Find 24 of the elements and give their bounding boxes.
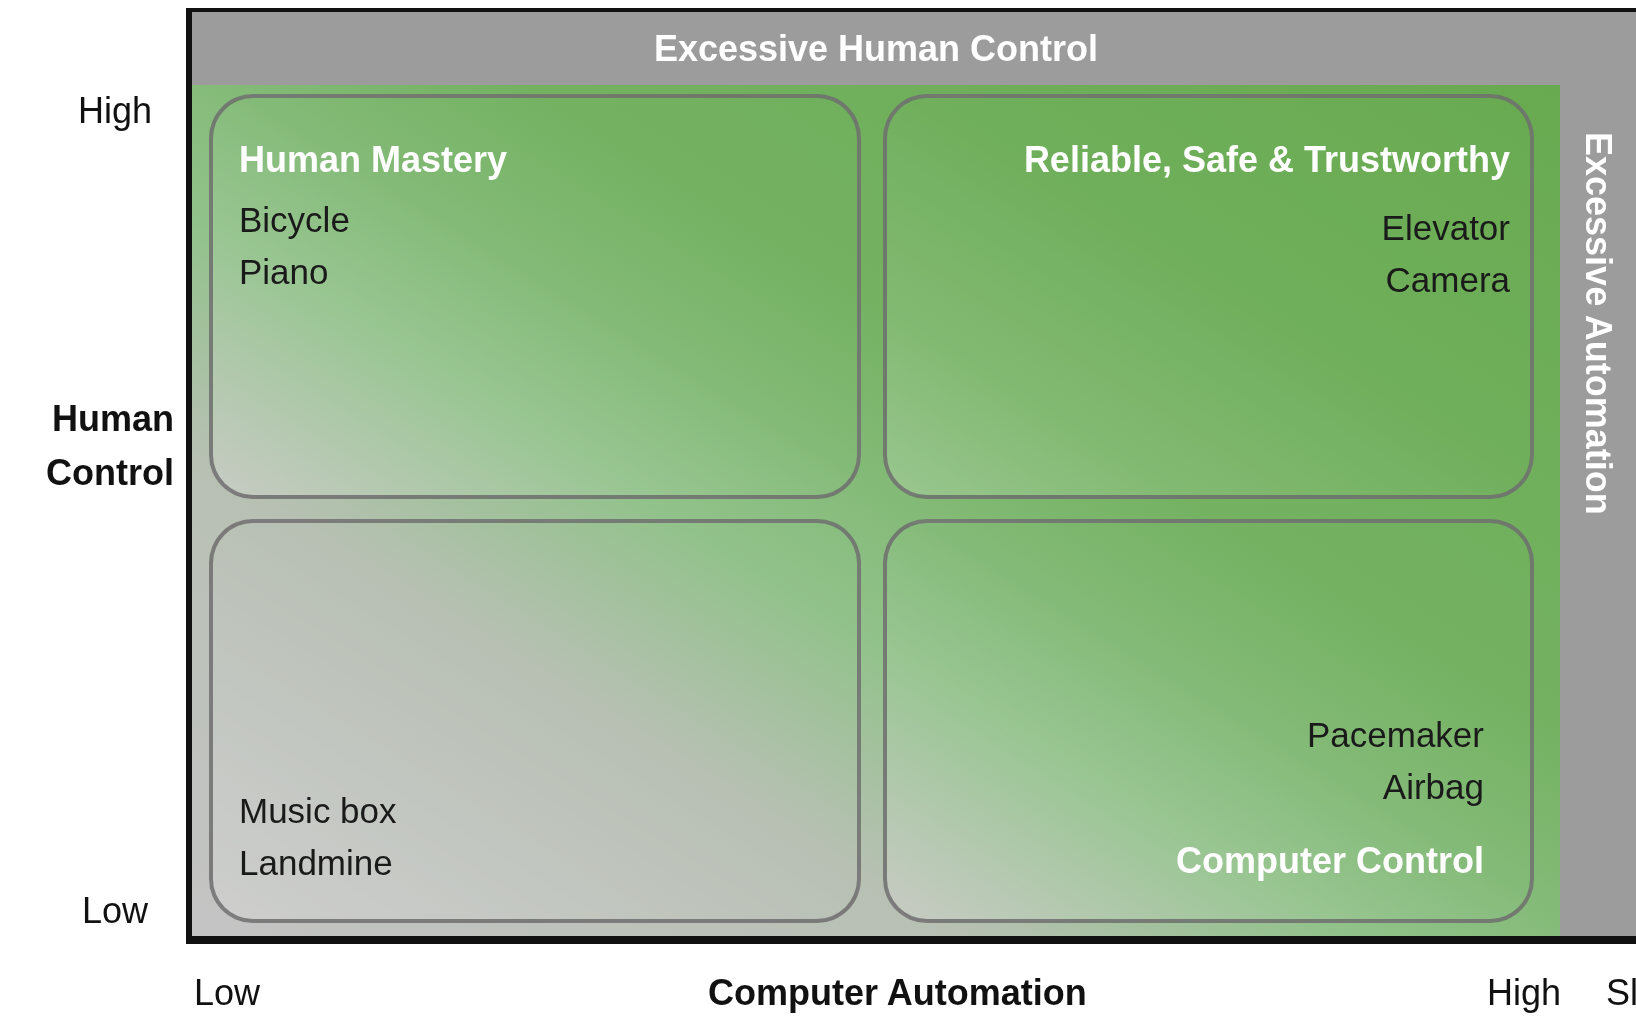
- axis-tick-label: Low: [194, 972, 261, 1014]
- example-item: Camera: [1385, 259, 1510, 301]
- example-item: Bicycle: [239, 199, 350, 241]
- quadrant-panel: [883, 519, 1534, 923]
- quadrant-panel: [209, 94, 861, 499]
- example-item: Landmine: [239, 842, 393, 884]
- example-item: Airbag: [1382, 766, 1484, 808]
- band-title: Excessive Human Control: [653, 27, 1099, 70]
- axis-title: Computer Automation: [708, 972, 1087, 1014]
- axis-title: Human Control: [45, 397, 174, 495]
- axis-tick-label: Sl: [1606, 972, 1636, 1014]
- quadrant-panel: [883, 94, 1534, 499]
- quadrant-title: Computer Control: [1176, 839, 1484, 883]
- axis-tick-label: High: [1487, 972, 1562, 1014]
- quadrant-title: Reliable, Safe & Trustworthy: [1023, 138, 1510, 182]
- quadrant-title: Human Mastery: [239, 138, 508, 182]
- axis-tick-label: Low: [82, 890, 149, 932]
- example-item: Music box: [239, 790, 397, 832]
- example-item: Piano: [239, 251, 329, 293]
- quadrant-panel: [209, 519, 861, 923]
- example-item: Pacemaker: [1306, 714, 1484, 756]
- example-item: Elevator: [1381, 207, 1510, 249]
- band-title: Excessive Automation: [1577, 132, 1619, 515]
- axis-tick-label: High: [78, 90, 153, 132]
